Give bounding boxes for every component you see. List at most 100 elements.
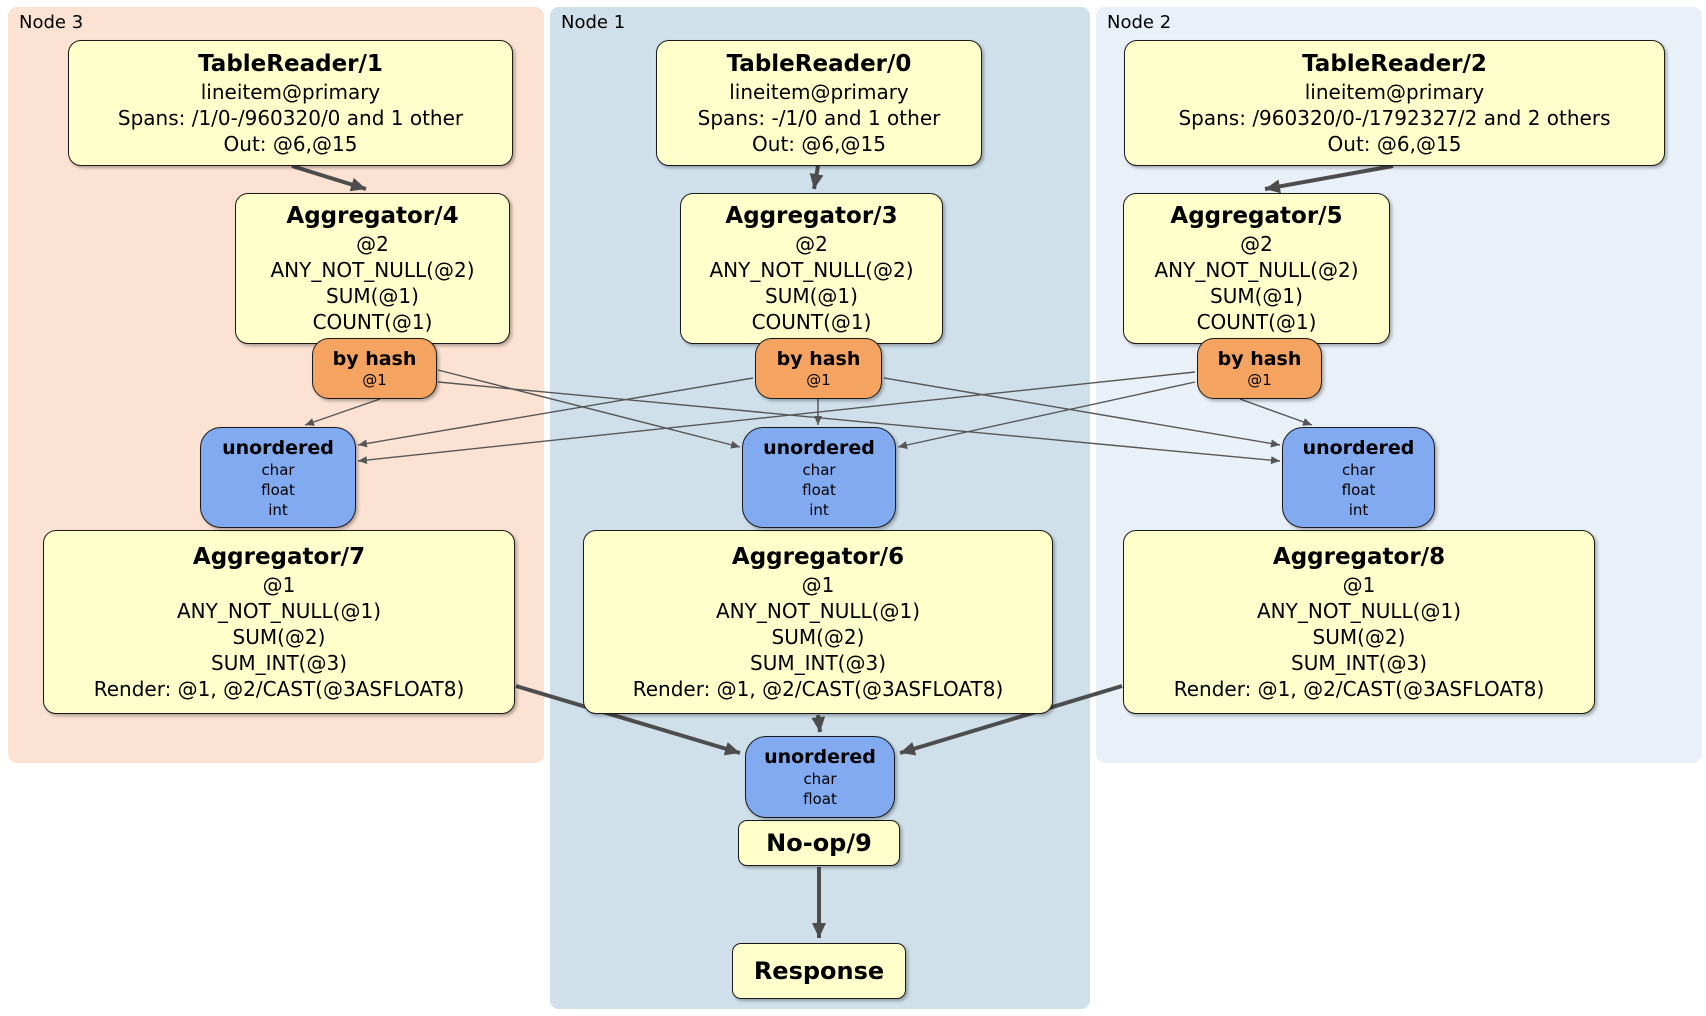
tablereader0-box: TableReader/0 lineitem@primary Spans: -/… [656, 40, 982, 166]
hash-router-1: by hash @1 [312, 338, 437, 399]
aggregator5-agg-1: ANY_NOT_NULL(@2) [1154, 258, 1359, 282]
unordered-sync-2-type-int: int [809, 500, 829, 519]
aggregator8-box: Aggregator/8 @1 ANY_NOT_NULL(@1) SUM(@2)… [1123, 530, 1595, 714]
unordered-sync-final: unordered char float [745, 736, 895, 818]
node1-region-label: Node 1 [561, 12, 626, 33]
tablereader2-spans: Spans: /960320/0-/1792327/2 and 2 others [1178, 105, 1611, 130]
tablereader2-box: TableReader/2 lineitem@primary Spans: /9… [1124, 40, 1665, 166]
unordered-sync-2-type-char: char [802, 460, 836, 479]
edge-hash2-unordered1 [357, 377, 754, 448]
aggregator4-agg-1: ANY_NOT_NULL(@2) [270, 258, 475, 282]
unordered-sync-final-type-char: char [803, 770, 837, 788]
tablereader2-index: lineitem@primary [1304, 79, 1485, 104]
aggregator6-render: Render: @1, @2/CAST(@3ASFLOAT8) [632, 676, 1004, 701]
noop9-box: No-op/9 [738, 820, 900, 866]
aggregator5-agg-2: SUM(@1) [1210, 284, 1303, 308]
aggregator7-group-cols: @1 [262, 572, 296, 597]
aggregator3-box: Aggregator/3 @2 ANY_NOT_NULL(@2) SUM(@1)… [680, 193, 943, 344]
aggregator5-group-cols: @2 [1240, 232, 1273, 256]
tablereader0-out: Out: @6,@15 [752, 131, 886, 156]
tablereader1-index: lineitem@primary [200, 79, 381, 104]
aggregator6-group-cols: @1 [801, 572, 835, 597]
tablereader2-out: Out: @6,@15 [1327, 131, 1462, 156]
unordered-sync-1-type-int: int [268, 500, 288, 519]
edge-hash1-unordered2 [437, 369, 741, 449]
aggregator6-box: Aggregator/6 @1 ANY_NOT_NULL(@1) SUM(@2)… [583, 530, 1053, 714]
unordered-sync-3-label: unordered [1302, 436, 1415, 459]
aggregator7-agg-1: ANY_NOT_NULL(@1) [177, 598, 381, 623]
tablereader1-box: TableReader/1 lineitem@primary Spans: /1… [68, 40, 513, 166]
aggregator8-agg-3: SUM_INT(@3) [1291, 650, 1427, 675]
unordered-sync-1-type-float: float [261, 480, 295, 499]
aggregator4-title: Aggregator/4 [286, 203, 459, 229]
tablereader0-index: lineitem@primary [729, 79, 909, 104]
aggregator6-agg-2: SUM(@2) [771, 624, 865, 649]
tablereader1-out: Out: @6,@15 [223, 131, 358, 156]
unordered-sync-1-label: unordered [222, 436, 334, 459]
aggregator7-render: Render: @1, @2/CAST(@3ASFLOAT8) [93, 676, 465, 701]
aggregator5-title: Aggregator/5 [1170, 203, 1343, 229]
aggregator3-agg-3: COUNT(@1) [751, 310, 872, 334]
unordered-sync-1: unordered char float int [200, 427, 356, 528]
noop9-title: No-op/9 [766, 829, 872, 857]
edge-aggregator8-unordered-final [899, 684, 1123, 756]
aggregator8-render: Render: @1, @2/CAST(@3ASFLOAT8) [1173, 676, 1545, 701]
aggregator4-box: Aggregator/4 @2 ANY_NOT_NULL(@2) SUM(@1)… [235, 193, 510, 344]
hash-router-3-label: by hash [1217, 348, 1302, 370]
edge-tablereader0-aggregator3 [809, 165, 824, 190]
unordered-sync-final-label: unordered [764, 746, 876, 768]
aggregator6-agg-3: SUM_INT(@3) [750, 650, 886, 675]
aggregator8-group-cols: @1 [1342, 572, 1376, 597]
unordered-sync-3-type-char: char [1341, 460, 1376, 479]
aggregator3-agg-2: SUM(@1) [765, 284, 858, 308]
unordered-sync-2-type-float: float [802, 480, 836, 499]
edge-hash1-unordered1 [304, 398, 381, 426]
edge-hash3-unordered2 [897, 381, 1196, 449]
aggregator3-agg-1: ANY_NOT_NULL(@2) [709, 258, 914, 282]
aggregator6-agg-1: ANY_NOT_NULL(@1) [716, 598, 920, 623]
hash-router-2: by hash @1 [755, 338, 882, 399]
aggregator7-title: Aggregator/7 [192, 543, 366, 570]
hash-router-3: by hash @1 [1197, 338, 1322, 399]
aggregator7-box: Aggregator/7 @1 ANY_NOT_NULL(@1) SUM(@2)… [43, 530, 515, 714]
aggregator8-agg-2: SUM(@2) [1312, 624, 1406, 649]
unordered-sync-final-type-float: float [803, 790, 837, 808]
aggregator4-group-cols: @2 [356, 232, 389, 256]
aggregator8-agg-1: ANY_NOT_NULL(@1) [1257, 598, 1461, 623]
aggregator3-group-cols: @2 [795, 232, 828, 256]
node3-region-label: Node 3 [19, 12, 84, 33]
edge-hash2-unordered3 [883, 377, 1281, 448]
hash-router-1-label: by hash [332, 348, 417, 370]
unordered-sync-2: unordered char float int [742, 427, 896, 528]
unordered-sync-1-type-char: char [261, 460, 295, 479]
aggregator8-title: Aggregator/8 [1272, 543, 1446, 570]
edge-hash1-unordered3 [437, 381, 1281, 465]
edge-hash3-unordered3 [1239, 398, 1313, 426]
unordered-sync-3: unordered char float int [1282, 427, 1435, 528]
edge-tablereader2-aggregator5 [1264, 164, 1394, 194]
edge-tablereader1-aggregator4 [291, 164, 367, 192]
edge-aggregator7-unordered-final [515, 684, 741, 756]
unordered-sync-2-label: unordered [763, 436, 875, 459]
hash-router-1-columns: @1 [362, 371, 387, 389]
response-title: Response [753, 957, 885, 985]
tablereader0-spans: Spans: -/1/0 and 1 other [697, 105, 941, 130]
edge-aggregator6-unordered-final [811, 714, 826, 733]
edge-hash3-unordered1 [357, 371, 1196, 465]
hash-router-3-columns: @1 [1247, 371, 1272, 389]
node2-region-label: Node 2 [1107, 12, 1172, 33]
aggregator7-agg-2: SUM(@2) [232, 624, 326, 649]
aggregator5-box: Aggregator/5 @2 ANY_NOT_NULL(@2) SUM(@1)… [1123, 193, 1390, 344]
aggregator7-agg-3: SUM_INT(@3) [211, 650, 347, 675]
hash-router-2-label: by hash [776, 348, 861, 370]
hash-router-2-columns: @1 [806, 371, 831, 389]
aggregator5-agg-3: COUNT(@1) [1196, 310, 1317, 334]
tablereader2-title: TableReader/2 [1302, 50, 1487, 77]
unordered-sync-3-type-float: float [1341, 480, 1376, 499]
unordered-sync-3-type-int: int [1348, 500, 1369, 519]
aggregator6-title: Aggregator/6 [731, 543, 905, 570]
tablereader1-title: TableReader/1 [198, 50, 383, 77]
aggregator4-agg-2: SUM(@1) [326, 284, 419, 308]
